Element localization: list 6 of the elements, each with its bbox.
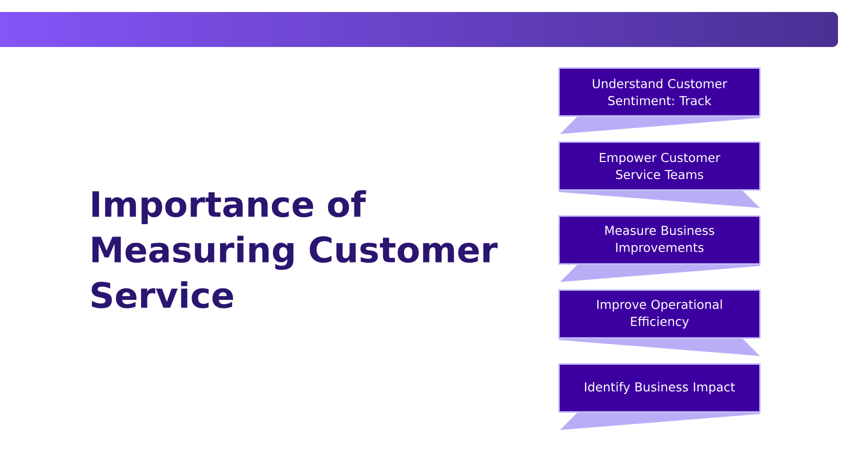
ribbon-box: Improve Operational Efficiency [558, 289, 761, 356]
ribbon-box: Empower Customer Service Teams [558, 141, 761, 208]
ribbon-box: Measure Business Improvements [558, 215, 761, 282]
title: Importance of Measuring Customer Service [92, 190, 498, 308]
ribbon-box: Understand Customer Sentiment: Track [558, 67, 761, 134]
ribbon-box: Identify Business Impact [558, 363, 761, 430]
